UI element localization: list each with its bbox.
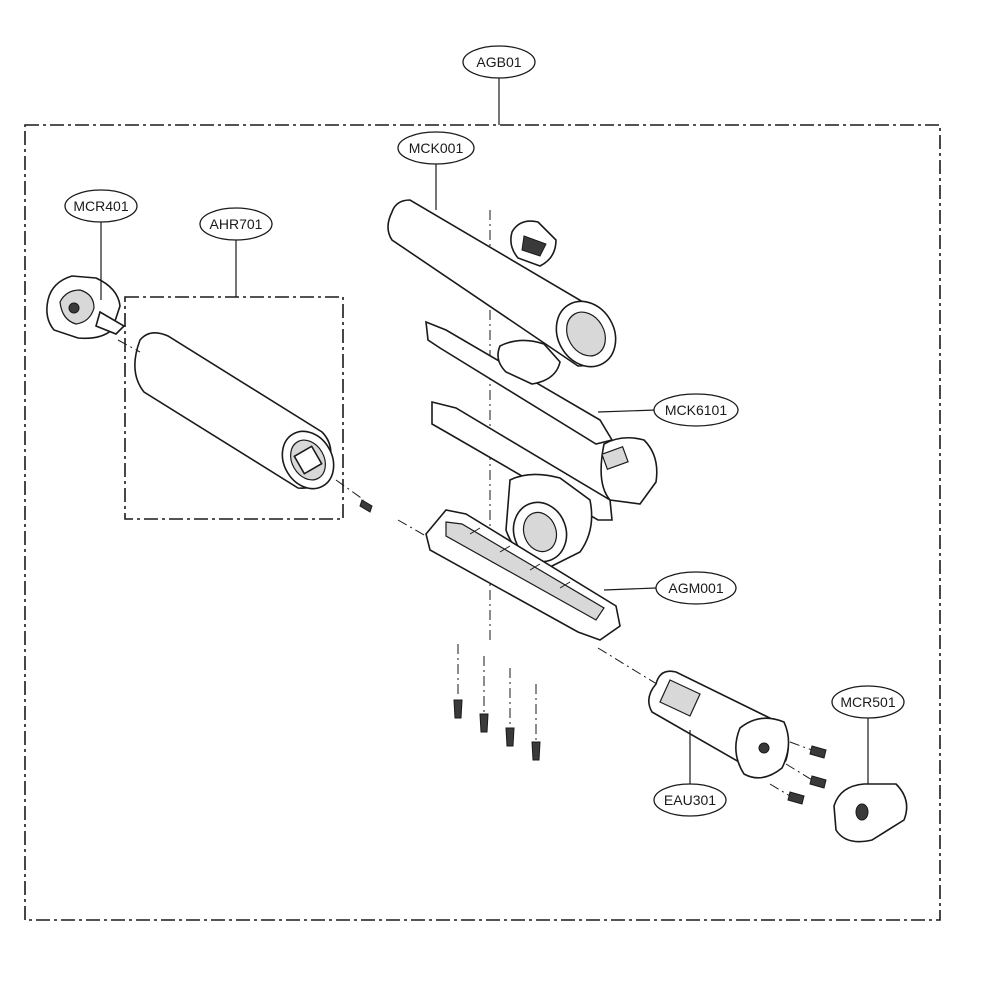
- label-upper-housing-text: MCK001: [409, 140, 464, 156]
- base-frame: [425, 473, 621, 641]
- label-assembly-text: AGB01: [476, 54, 521, 70]
- motor-screws: [769, 741, 827, 805]
- label-brush-roller-text: AHR701: [210, 216, 263, 232]
- label-cover-plate-text: MCK6101: [665, 402, 727, 418]
- label-left-cap-text: MCR401: [73, 198, 128, 214]
- roller-screw-axis: [335, 479, 365, 501]
- left-end-cap: [46, 275, 126, 340]
- label-brush-roller: AHR701: [199, 207, 273, 241]
- motor: [648, 670, 790, 779]
- label-base-frame: AGM001: [655, 571, 737, 605]
- bottom-screws: [453, 644, 541, 761]
- base-screw-axis: [397, 519, 427, 537]
- right-end-cap: [833, 783, 908, 843]
- roller-axis-line: [117, 339, 141, 353]
- label-motor-text: EAU301: [664, 792, 716, 808]
- label-right-cap: MCR501: [831, 685, 905, 719]
- roller-screw: [359, 499, 373, 513]
- label-motor: EAU301: [653, 783, 727, 817]
- cover-plate-leader: [597, 409, 657, 413]
- label-cover-plate: MCK6101: [653, 393, 739, 427]
- label-left-cap: MCR401: [64, 189, 138, 223]
- label-assembly: AGB01: [462, 45, 536, 79]
- brush-roller-group-boundary: [124, 296, 344, 520]
- label-right-cap-text: MCR501: [840, 694, 895, 710]
- motor-axis: [597, 647, 661, 687]
- label-base-frame-text: AGM001: [668, 580, 723, 596]
- label-upper-housing: MCK001: [397, 131, 475, 165]
- base-frame-leader: [603, 587, 657, 591]
- assembly-boundary: [24, 124, 941, 921]
- brush-roller: [134, 332, 335, 490]
- upper-housing: [387, 199, 617, 368]
